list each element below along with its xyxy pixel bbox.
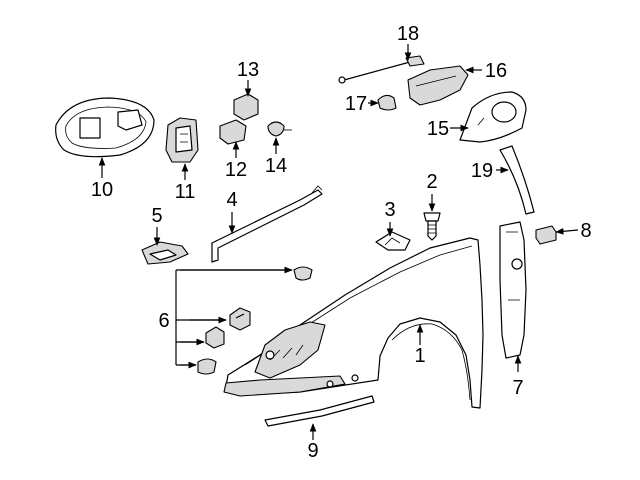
cover-part-10 — [55, 97, 155, 158]
bolt-part — [423, 212, 441, 241]
callout-12: 12 — [225, 159, 247, 181]
callout-16: 16 — [485, 60, 507, 82]
callout-18: 18 — [397, 23, 419, 45]
clip-6b — [229, 307, 251, 331]
latch-part-11 — [165, 117, 199, 163]
callout-9: 9 — [307, 440, 318, 462]
callout-leaders — [98, 44, 579, 440]
callout-19: 19 — [471, 160, 493, 182]
actuator-part-16 — [407, 65, 469, 106]
bolt-part-14 — [267, 121, 292, 137]
callout-1: 1 — [414, 345, 425, 367]
callout-6: 6 — [158, 310, 169, 332]
callout-10: 10 — [91, 179, 113, 201]
callout-4: 4 — [226, 189, 237, 211]
callout-14: 14 — [265, 155, 287, 177]
callout-7: 7 — [512, 377, 523, 399]
bracket-part-5 — [141, 241, 189, 265]
callout-11: 11 — [175, 181, 196, 203]
callout-17: 17 — [345, 93, 367, 115]
callout-2: 2 — [426, 171, 437, 193]
grommet-part-17 — [377, 94, 397, 111]
side-bracket-part — [499, 221, 527, 359]
clip-6d — [197, 358, 217, 375]
fender-part — [223, 237, 484, 409]
clip-6a — [293, 266, 313, 281]
callout-5: 5 — [151, 205, 162, 227]
retainer-part-8 — [535, 225, 557, 245]
clip-part-12 — [219, 119, 247, 145]
clip-6c — [205, 326, 225, 349]
molding-strip-part — [264, 395, 375, 427]
housing-part-15 — [459, 91, 527, 143]
callout-13: 13 — [237, 59, 259, 81]
hose-part-19 — [499, 145, 535, 215]
callout-3: 3 — [384, 199, 395, 221]
clip-part-3 — [375, 231, 411, 251]
callout-15: 15 — [427, 118, 449, 140]
block-part-13 — [233, 93, 259, 121]
callout-labels: 1 2 3 4 5 6 7 8 9 10 11 12 13 14 15 16 1… — [91, 23, 592, 462]
clip-group-6 — [197, 266, 313, 375]
callout-8: 8 — [580, 220, 591, 242]
bracket-strip-part — [211, 185, 323, 263]
